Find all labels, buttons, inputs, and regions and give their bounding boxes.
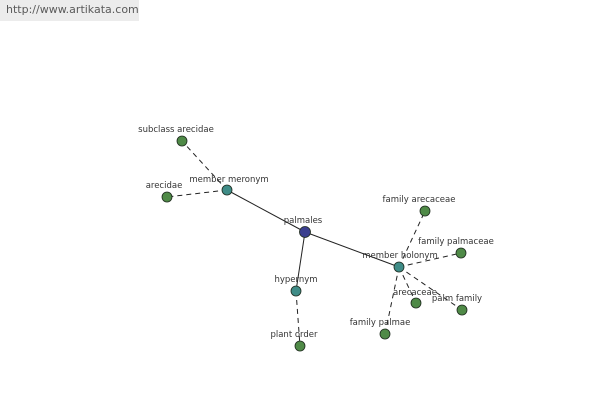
site-url-banner[interactable]: http://www.artikata.com <box>0 0 139 21</box>
edge-member-holonym-to-family-palmae <box>384 266 400 335</box>
label-layer: palmales member meronym subclass arecidae a… <box>138 125 494 340</box>
node-palmales[interactable] <box>299 226 311 238</box>
node-label-member-holonym[interactable]: member holonym <box>362 251 437 261</box>
edge-member-holonym-to-arecaceae <box>398 266 417 304</box>
edge-palmales-to-member-meronym <box>226 189 306 233</box>
node-label-hypernym[interactable]: hypernym <box>274 275 317 285</box>
node-plant-order[interactable] <box>294 340 306 352</box>
edge-member-meronym-to-subclass-arecidae <box>181 140 228 191</box>
node-subclass-arecidae[interactable] <box>176 135 188 147</box>
node-member-meronym[interactable] <box>221 184 233 196</box>
edge-palmales-to-member-holonym <box>304 231 400 268</box>
node-member-holonym[interactable] <box>393 261 405 273</box>
node-hypernym[interactable] <box>290 285 302 297</box>
node-label-palmales[interactable]: palmales <box>284 216 323 226</box>
node-family-arecaceae[interactable] <box>419 205 431 217</box>
edge-palmales-to-hypernym <box>295 231 306 292</box>
node-layer <box>161 135 468 352</box>
node-arecidae[interactable] <box>161 191 173 203</box>
node-family-palmae[interactable] <box>379 328 391 340</box>
node-arecaceae[interactable] <box>410 297 422 309</box>
node-label-arecaceae[interactable]: arecaceae <box>393 288 437 298</box>
node-label-arecidae[interactable]: arecidae <box>146 181 183 191</box>
node-label-member-meronym[interactable]: member meronym <box>189 175 268 185</box>
edge-member-holonym-to-family-arecaceae <box>398 210 426 268</box>
node-label-palm-family[interactable]: palm family <box>432 294 482 304</box>
node-family-palmaceae[interactable] <box>455 247 467 259</box>
edge-member-meronym-to-arecidae <box>166 189 228 198</box>
node-label-family-palmae[interactable]: family palmae <box>350 318 411 328</box>
node-label-family-palmaceae[interactable]: family palmaceae <box>418 237 494 247</box>
node-label-subclass-arecidae[interactable]: subclass arecidae <box>138 125 214 135</box>
node-label-family-arecaceae[interactable]: family arecaceae <box>383 195 456 205</box>
node-label-plant-order[interactable]: plant order <box>270 330 318 340</box>
edge-layer <box>166 140 463 347</box>
edge-member-holonym-to-palm-family <box>398 266 463 311</box>
node-palm-family[interactable] <box>456 304 468 316</box>
edge-hypernym-to-plant-order <box>295 290 301 347</box>
edge-member-holonym-to-family-palmaceae <box>398 252 462 268</box>
